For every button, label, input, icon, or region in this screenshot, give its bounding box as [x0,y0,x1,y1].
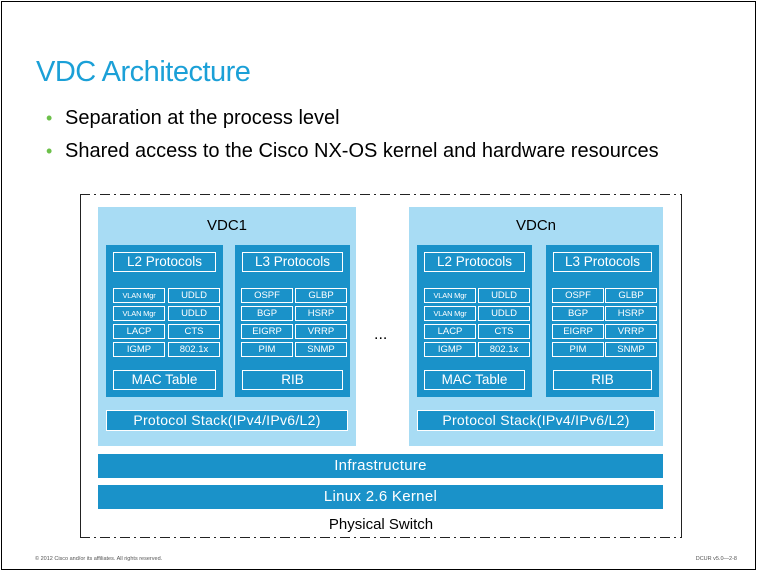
l2-protocols-box: L2 Protocols VLAN Mgr UDLD VLAN Mgr UDLD… [417,245,532,397]
copyright-footer: © 2012 Cisco and/or its affiliates. All … [35,556,163,562]
infrastructure-bar: Infrastructure [98,454,663,478]
l3-protocols-box: L3 Protocols OSPF GLBP BGP HSRP EIGRP VR… [546,245,659,397]
protocol-cell: VLAN Mgr [424,306,476,321]
protocol-cell: IGMP [113,342,165,357]
physical-switch-label: Physical Switch [328,516,434,533]
protocol-cell: LACP [113,324,165,339]
kernel-bar: Linux 2.6 Kernel [98,485,663,509]
vdc-title: VDC1 [206,217,247,234]
l3-protocols-title: L3 Protocols [242,252,343,272]
protocol-cell: UDLD [478,306,530,321]
protocol-stack-bar: Protocol Stack(IPv4/IPv6/L2) [417,410,655,431]
protocol-cell: PIM [552,342,604,357]
protocol-cell: VLAN Mgr [113,288,165,303]
l2-protocols-title: L2 Protocols [113,252,216,272]
protocol-cell: OSPF [552,288,604,303]
protocol-cell: UDLD [478,288,530,303]
slide-title: VDC Architecture [36,56,251,88]
protocol-cell: 802.1x [478,342,530,357]
vdc-box-1: VDC1 L2 Protocols VLAN Mgr UDLD VLAN Mgr… [98,207,356,446]
mac-table-label: MAC Table [113,370,216,390]
protocol-cell: PIM [241,342,293,357]
bullet-text: Shared access to the Cisco NX-OS kernel … [65,140,659,162]
protocol-cell: EIGRP [552,324,604,339]
protocol-cell: OSPF [241,288,293,303]
bullet-dot-icon: • [46,108,53,128]
l2-protocols-title: L2 Protocols [424,252,525,272]
protocol-cell: UDLD [168,306,220,321]
protocol-cell: UDLD [168,288,220,303]
ellipsis: ... [374,326,388,343]
protocol-cell: HSRP [295,306,347,321]
protocol-cell: VLAN Mgr [424,288,476,303]
protocol-cell: VRRP [295,324,347,339]
protocol-cell: BGP [241,306,293,321]
rib-label: RIB [242,370,343,390]
bullet-list: • Separation at the process level • Shared… [46,104,659,170]
protocol-cell: VLAN Mgr [113,306,165,321]
vdc-box-n: VDCn L2 Protocols VLAN Mgr UDLD VLAN Mgr… [409,207,663,446]
bullet-item: • Separation at the process level [46,104,659,137]
protocol-cell: BGP [552,306,604,321]
protocol-cell: 802.1x [168,342,220,357]
protocol-cell: SNMP [295,342,347,357]
protocol-cell: CTS [168,324,220,339]
l3-protocols-box: L3 Protocols OSPF GLBP BGP HSRP EIGRP VR… [235,245,350,397]
rib-label: RIB [553,370,652,390]
protocol-cell: CTS [478,324,530,339]
protocol-cell: VRRP [605,324,657,339]
protocol-cell: IGMP [424,342,476,357]
bullet-text: Separation at the process level [65,107,340,129]
bullet-item: • Shared access to the Cisco NX-OS kernel… [46,137,659,170]
protocol-cell: GLBP [605,288,657,303]
mac-table-label: MAC Table [424,370,525,390]
protocol-stack-bar: Protocol Stack(IPv4/IPv6/L2) [106,410,348,431]
protocol-cell: SNMP [605,342,657,357]
l3-protocols-title: L3 Protocols [553,252,652,272]
bullet-dot-icon: • [46,141,53,161]
course-code-footer: DCUR v5.0—2-8 [695,556,737,562]
protocol-cell: EIGRP [241,324,293,339]
l2-protocols-box: L2 Protocols VLAN Mgr UDLD VLAN Mgr UDLD… [106,245,223,397]
protocol-cell: LACP [424,324,476,339]
protocol-cell: HSRP [605,306,657,321]
vdc-title: VDCn [515,217,556,234]
protocol-cell: GLBP [295,288,347,303]
